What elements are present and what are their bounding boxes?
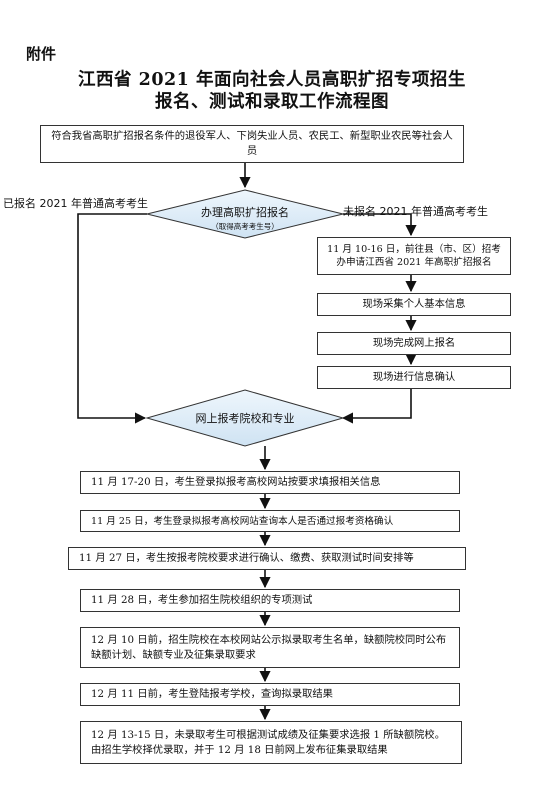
step-6: 12 月 11 日前，考生登陆报考学校，查询拟录取结果 xyxy=(80,683,460,706)
right-step-1: 11 月 10-16 日，前往县（市、区）招考办申请江西省 2021 年高职扩招… xyxy=(317,237,511,275)
attachment-label: 附件 xyxy=(26,45,57,63)
right-step-2: 现场采集个人基本信息 xyxy=(317,293,511,316)
decision-diamond-2 xyxy=(145,389,345,447)
decision-1-sublabel: （取得高考考生号） xyxy=(211,222,279,231)
step-5: 12 月 10 日前，招生院校在本校网站公示拟录取考生名单，缺额院校同时公布缺额… xyxy=(80,627,460,668)
connector-right-to-decision2 xyxy=(341,389,412,424)
connector-left-branch xyxy=(77,213,147,424)
right-step-3: 现场完成网上报名 xyxy=(317,332,511,355)
branch-right-label: 未报名 2021 年普通高考考生 xyxy=(343,205,488,218)
step-7: 12 月 13-15 日，未录取考生可根据测试成绩及征集要求选报 1 所缺额院校… xyxy=(80,721,462,764)
title-line-2: 报名、测试和录取工作流程图 xyxy=(155,92,389,112)
step-2: 11 月 25 日，考生登录拟报考高校网站查询本人是否通过报考资格确认 xyxy=(80,510,460,532)
step-3: 11 月 27 日，考生按报考院校要求进行确认、缴费、获取测试时间安排等 xyxy=(68,547,466,570)
step-1: 11 月 17-20 日，考生登录拟报考高校网站按要求填报相关信息 xyxy=(80,471,460,494)
connector-right-branch xyxy=(343,213,417,237)
branch-left-label: 已报名 2021 年普通高考考生 xyxy=(3,197,148,210)
decision-2-label: 网上报考院校和专业 xyxy=(195,412,295,425)
title-line-1: 江西省 2021 年面向社会人员高职扩招专项招生 xyxy=(78,70,466,90)
step-4: 11 月 28 日，考生参加招生院校组织的专项测试 xyxy=(80,589,460,612)
decision-diamond-1 xyxy=(146,189,344,239)
decision-1-label: 办理高职扩招报名 xyxy=(201,206,289,219)
right-step-4: 现场进行信息确认 xyxy=(317,366,511,389)
eligibility-box: 符合我省高职扩招报名条件的退役军人、下岗失业人员、农民工、新型职业农民等社会人员 xyxy=(40,125,464,163)
eligibility-text: 符合我省高职扩招报名条件的退役军人、下岗失业人员、农民工、新型职业农民等社会人员 xyxy=(51,130,453,157)
